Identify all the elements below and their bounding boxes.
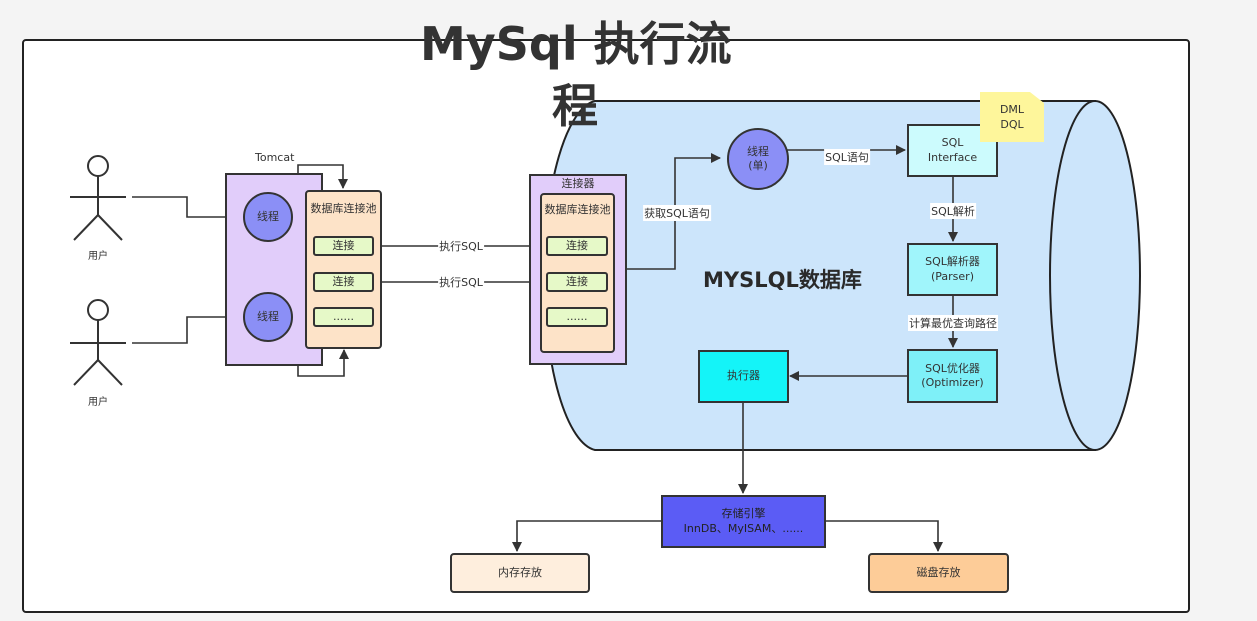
user-label: 用户	[88, 251, 108, 262]
tomcat-label: Tomcat	[255, 151, 295, 164]
storage-line1: 存储引擎	[721, 507, 766, 521]
connection: 连接	[546, 272, 608, 292]
note-line2: DQL	[1000, 118, 1024, 131]
user-figures	[70, 155, 126, 386]
connection: 连接	[313, 272, 374, 292]
cylinder-end	[1049, 100, 1141, 451]
sql-parse-label: SQL解析	[930, 203, 976, 219]
interface-line2: Interface	[927, 150, 978, 164]
storage-line2: InnDB、MyISAM、......	[683, 521, 804, 535]
connection: 连接	[546, 236, 608, 256]
exec-sql-label: 执行SQL	[438, 238, 484, 254]
sql-stmt-label: SQL语句	[824, 149, 870, 165]
title-line2: 程	[552, 79, 598, 133]
optimizer-line1: SQL优化器	[925, 361, 980, 375]
parser-line1: SQL解析器	[925, 255, 980, 269]
connection: ......	[313, 307, 374, 327]
memory-storage-box: 内存存放	[450, 553, 590, 593]
dml-dql-note: DML DQL	[980, 92, 1044, 142]
note-line1: DML	[999, 102, 1025, 116]
executor-box: 执行器	[698, 350, 789, 403]
thread-node: 线程	[243, 192, 293, 242]
connection: 连接	[313, 236, 374, 256]
sql-parser-box: SQL解析器(Parser)	[907, 243, 998, 296]
sql-optimizer-box: SQL优化器(Optimizer)	[907, 349, 998, 403]
thread-line2: (单)	[748, 159, 768, 172]
exec-sql-label: 执行SQL	[438, 274, 484, 290]
thread-node: 线程	[243, 292, 293, 342]
thread-line1: 线程	[747, 144, 769, 158]
disk-storage-box: 磁盘存放	[868, 553, 1009, 593]
optimizer-line2: (Optimizer)	[921, 376, 984, 389]
fetch-sql-label: 获取SQL语句	[643, 205, 711, 221]
title-line1: MySql 执行流	[420, 17, 732, 71]
connection: ......	[546, 307, 608, 327]
mysql-db-label: MYSLQL数据库	[703, 268, 862, 292]
interface-line1: SQL	[941, 136, 964, 150]
user-label: 用户	[88, 397, 108, 408]
single-thread-node: 线程(单)	[727, 128, 789, 190]
optimize-label: 计算最优查询路径	[908, 315, 998, 331]
parser-line2: (Parser)	[930, 269, 974, 283]
